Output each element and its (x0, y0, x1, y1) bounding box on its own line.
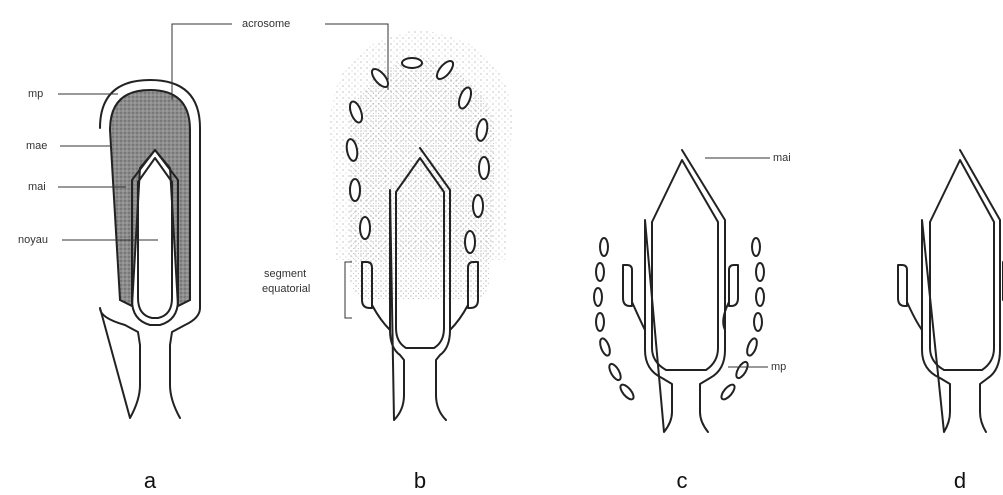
label-acrosome: acrosome (242, 18, 290, 30)
label-mae: mae (26, 140, 47, 152)
panel-label-b: b (414, 468, 426, 493)
label-mai: mai (28, 181, 46, 193)
label-mp-c: mp (771, 361, 786, 373)
panel-b-sperm-head (330, 30, 512, 420)
panel-label-a: a (144, 468, 157, 493)
panel-label-c: c (677, 468, 688, 493)
label-noyau: noyau (18, 234, 48, 246)
panel-d-sperm-head (898, 150, 1003, 432)
panel-a-sperm-head (100, 80, 200, 418)
label-mp: mp (28, 88, 43, 100)
label-mai-c: mai (773, 152, 791, 164)
label-segment: segment (264, 268, 306, 280)
panel-label-d: d (954, 468, 966, 493)
panel-a-inner-nucleus (138, 158, 172, 318)
panel-c-nucleus (645, 150, 725, 432)
panel-d-nucleus (922, 150, 1000, 432)
acrosome-leader-left (172, 24, 232, 100)
panel-c-sperm-head (594, 150, 764, 432)
label-equatorial: equatorial (262, 283, 310, 295)
